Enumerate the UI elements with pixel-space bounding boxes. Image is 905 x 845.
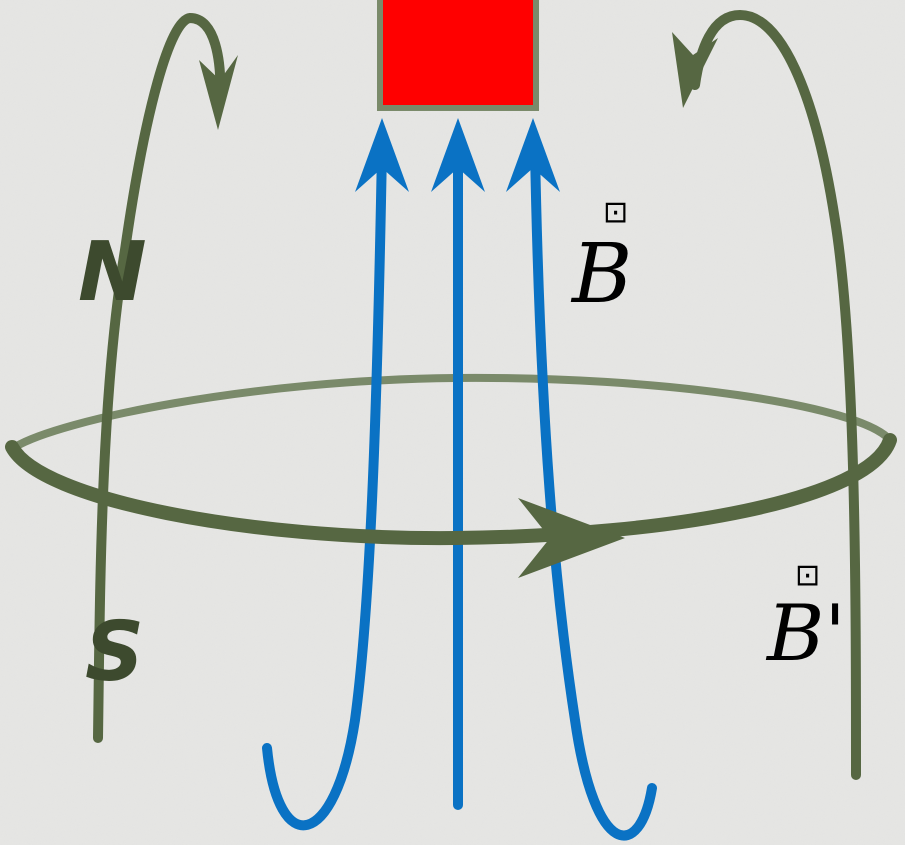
field-arrow-center bbox=[431, 118, 485, 192]
current-direction-arrow bbox=[518, 498, 625, 578]
field-line-right bbox=[530, 145, 657, 841]
vector-mark-b-prime: ⊡ bbox=[795, 558, 820, 593]
field-line-left bbox=[262, 145, 387, 831]
north-pole-label: N bbox=[78, 225, 147, 320]
magnet bbox=[377, 0, 539, 111]
induced-field-lines bbox=[93, 9, 861, 780]
induced-field-line-right bbox=[690, 9, 861, 780]
south-pole-label: S bbox=[85, 605, 144, 700]
loop-front-rim bbox=[5, 433, 897, 546]
induced-field-line-left bbox=[93, 12, 226, 743]
field-b-label: B bbox=[570, 227, 632, 322]
field-arrow-right bbox=[506, 118, 560, 192]
induced-arrow-left bbox=[199, 55, 238, 130]
induced-arrow-right bbox=[672, 32, 718, 108]
magnet-field-lines bbox=[262, 118, 657, 841]
field-arrow-left bbox=[355, 118, 409, 192]
vector-mark-b: ⊡ bbox=[603, 195, 628, 230]
field-b-prime-label: B' bbox=[765, 589, 846, 679]
